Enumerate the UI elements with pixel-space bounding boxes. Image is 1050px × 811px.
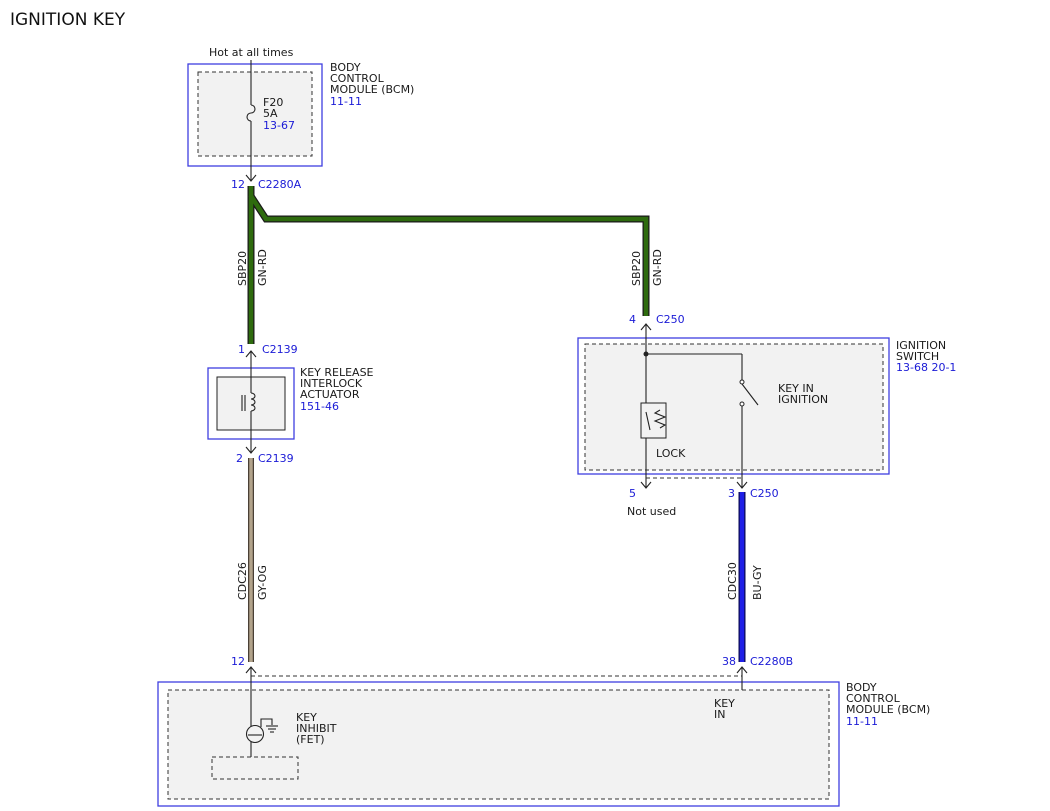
ignition-switch-name-line-1: IGNITION: [896, 339, 946, 352]
c250-top-name: C250: [656, 313, 685, 326]
wire-left-upper-color: GN-RD: [256, 249, 269, 286]
fuse-icon: [246, 104, 256, 122]
bcm-top-outline: [187, 63, 323, 167]
bcm-key-in-line-2: IN: [714, 708, 725, 721]
fet-icon: [245, 724, 265, 744]
actuator-name-line-2: INTERLOCK: [300, 377, 363, 390]
bcm-left-pin: 12: [231, 655, 245, 668]
power-label: Hot at all times: [209, 46, 294, 59]
wire-left-lower-color: GY-OG: [256, 565, 269, 600]
c2139-top-name: C2139: [262, 343, 298, 356]
actuator-ref: 151-46: [300, 400, 339, 413]
c2280b-name: C2280B: [750, 655, 793, 668]
key-inhibit-line-3: (FET): [296, 733, 325, 746]
fuse-rating: 5A: [263, 107, 278, 120]
wire-gn-rd-branch: [248, 186, 649, 316]
c2280a-pin: 12: [231, 178, 245, 191]
bcm-top-name-line-1: BODY: [330, 61, 361, 74]
bcm-bottom-name-line-2: CONTROL: [846, 692, 901, 705]
solenoid-coil-icon: [250, 392, 256, 412]
bcm-bottom-inner: [167, 689, 830, 800]
wire-gn-rd-branch-outline: [247, 186, 650, 316]
key-inhibit-line-1: KEY: [296, 711, 317, 724]
wire-right-upper-circuit: SBP20: [630, 251, 643, 286]
ignition-switch-outline: [577, 337, 890, 475]
c2139-top-pin: 1: [238, 343, 245, 356]
actuator-name-line-3: ACTUATOR: [300, 388, 360, 401]
fuse-name: F20: [263, 96, 283, 109]
c250-pin3-terminal-icon: [736, 481, 748, 489]
c2139-bot-name: C2139: [258, 452, 294, 465]
c250-top-pin: 4: [629, 313, 636, 326]
wire-right-lower-color: BU-GY: [751, 565, 764, 600]
ignition-switch-component: [577, 323, 890, 489]
wire-right-upper-color: GN-RD: [651, 249, 664, 286]
bcm-bottom-module: [157, 666, 840, 807]
ignition-switch-ref: 13-68 20-1: [896, 361, 956, 374]
bcm-top-inner: [197, 71, 313, 157]
bcm-bottom-name-line-1: BODY: [846, 681, 877, 694]
c2139-bot-pin: 2: [236, 452, 243, 465]
bcm-key-in-line-1: KEY: [714, 697, 735, 710]
fuse-ref: 13-67: [263, 119, 295, 132]
bcm-top-module: Hot at all times BODY CONTROL MODULE (BC…: [187, 46, 414, 182]
c250-pin5-terminal-icon: [640, 481, 652, 489]
key-inhibit-line-2: INHIBIT: [296, 722, 337, 735]
bcm-top-name-line-2: CONTROL: [330, 72, 385, 85]
c2280a-terminal-icon: [245, 174, 257, 182]
bcm-bottom-outline: [157, 681, 840, 807]
key-in-contact-bottom: [739, 401, 745, 407]
actuator-name-line-1: KEY RELEASE: [300, 366, 374, 379]
bcm-bottom-name-line-3: MODULE (BCM): [846, 703, 930, 716]
diagram-title: IGNITION KEY: [10, 10, 126, 30]
c2280b-pin: 38: [722, 655, 736, 668]
lock-solenoid-icon: [640, 402, 667, 439]
bcm-top-name-line-3: MODULE (BCM): [330, 83, 414, 96]
bcm-bottom-ref: 11-11: [846, 715, 878, 728]
ignition-switch-name-line-2: SWITCH: [896, 350, 939, 363]
not-used-label: Not used: [627, 505, 676, 518]
wire-gn-rd: [247, 186, 650, 344]
wire-right-lower-circuit: CDC30: [726, 562, 739, 600]
c250-pin3-name: C250: [750, 487, 779, 500]
lock-label: LOCK: [656, 447, 686, 460]
bcm-top-ref: 11-11: [330, 95, 362, 108]
fet-ground-lead: [260, 718, 273, 727]
c250-pin5: 5: [629, 487, 636, 500]
key-in-switch-blade-icon: [741, 383, 759, 406]
key-in-ignition-line-2: IGNITION: [778, 393, 828, 406]
c2280a-name: C2280A: [258, 178, 302, 191]
fet-driver-dashed-box: [211, 756, 299, 780]
key-in-ignition-line-1: KEY IN: [778, 382, 814, 395]
ignition-switch-inner: [584, 343, 884, 471]
lock-resistor-icon: [653, 409, 667, 429]
c250-pin3: 3: [728, 487, 735, 500]
c2139-bot-terminal-icon: [245, 446, 257, 454]
lock-diode-icon: [645, 411, 651, 431]
wire-left-upper-circuit: SBP20: [236, 251, 249, 286]
key-in-contact-top: [739, 379, 745, 385]
actuator-component: [207, 350, 295, 454]
wire-left-lower-circuit: CDC26: [236, 562, 249, 600]
